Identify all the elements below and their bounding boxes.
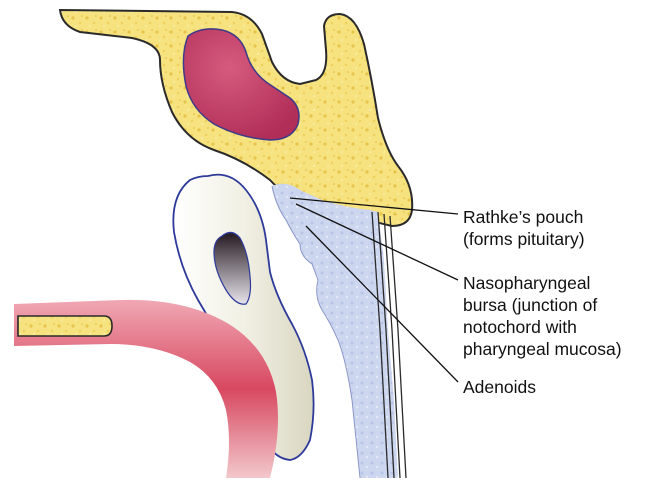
label-line: bursa (junction of [463,294,622,316]
bone-rod [18,316,112,336]
label-adenoids: Adenoids [463,376,536,398]
label-line: (forms pituitary) [463,228,585,250]
label-nasopharyngeal-bursa: Nasopharyngeal bursa (junction of notoch… [463,272,622,360]
label-line: Adenoids [463,376,536,398]
label-line: pharyngeal mucosa) [463,338,622,360]
label-line: Nasopharyngeal [463,272,622,294]
label-line: Rathke’s pouch [463,206,585,228]
label-rathkes-pouch: Rathke’s pouch (forms pituitary) [463,206,585,250]
label-line: notochord with [463,316,622,338]
